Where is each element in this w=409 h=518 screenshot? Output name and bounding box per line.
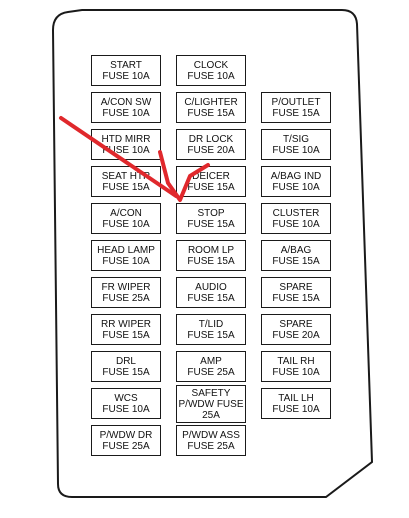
- fuse-pwdw-dr: P/WDW DR FUSE 25A: [91, 425, 161, 456]
- fuse-safety-pwdw: SAFETY P/WDW FUSE 25A: [176, 385, 246, 423]
- fuse-label: HEAD LAMP: [97, 244, 155, 256]
- fuse-label: TAIL LH: [278, 392, 314, 404]
- fuse-label: CLOCK: [193, 59, 229, 71]
- fuse-label-2: P/WDW FUSE: [178, 398, 244, 410]
- fuse-rating: FUSE 15A: [187, 107, 235, 119]
- fuse-rating: FUSE 10A: [187, 70, 235, 82]
- fuse-rating: FUSE 25A: [102, 292, 150, 304]
- fuse-label: P/WDW DR: [99, 429, 153, 441]
- fuse-deicer: DEICER FUSE 15A: [176, 166, 246, 197]
- fuse-rating: FUSE 15A: [187, 329, 235, 341]
- fuse-label: AUDIO: [195, 281, 227, 293]
- fuse-acon: A/CON FUSE 10A: [91, 203, 161, 234]
- fuse-wcs: WCS FUSE 10A: [91, 388, 161, 419]
- fuse-rating: FUSE 10A: [102, 255, 150, 267]
- fuse-cluster: CLUSTER FUSE 10A: [261, 203, 331, 234]
- fuse-clock: CLOCK FUSE 10A: [176, 55, 246, 86]
- fuse-rating: FUSE 10A: [272, 144, 320, 156]
- fuse-label: A/CON SW: [100, 96, 152, 108]
- fuse-label: A/BAG IND: [270, 170, 322, 182]
- fuse-rating: FUSE 15A: [187, 218, 235, 230]
- fuse-label: A/BAG: [280, 244, 312, 256]
- fuse-seat-htr: SEAT HTR FUSE 15A: [91, 166, 161, 197]
- fuse-label: RR WIPER: [101, 318, 151, 330]
- fuse-stop: STOP FUSE 15A: [176, 203, 246, 234]
- fuse-rating: FUSE 15A: [187, 181, 235, 193]
- fuse-label: P/OUTLET: [271, 96, 321, 108]
- fuse-rating: FUSE 15A: [187, 292, 235, 304]
- fuse-t-sig: T/SIG FUSE 10A: [261, 129, 331, 160]
- fuse-rating: FUSE 25A: [102, 440, 150, 452]
- fuse-label: AMP: [200, 355, 222, 367]
- fuse-label: P/WDW ASS: [182, 429, 240, 441]
- fuse-label: TAIL RH: [277, 355, 315, 367]
- fuse-acon-sw: A/CON SW FUSE 10A: [91, 92, 161, 123]
- fuse-rating: FUSE 10A: [272, 403, 320, 415]
- fuse-spare-2: SPARE FUSE 20A: [261, 314, 331, 345]
- fuse-label: CLUSTER: [272, 207, 320, 219]
- fuse-rating: FUSE 15A: [272, 255, 320, 267]
- fuse-start: START FUSE 10A: [91, 55, 161, 86]
- fuse-rating: FUSE 20A: [187, 144, 235, 156]
- fuse-rating: FUSE 10A: [102, 403, 150, 415]
- fuse-rating: FUSE 10A: [102, 218, 150, 230]
- fuse-label: SPARE: [279, 281, 313, 293]
- fuse-label: SEAT HTR: [101, 170, 151, 182]
- fuse-rating: 25A: [202, 409, 220, 421]
- fuse-rating: FUSE 15A: [187, 255, 235, 267]
- fuse-label: SPARE: [279, 318, 313, 330]
- fuse-amp: AMP FUSE 25A: [176, 351, 246, 382]
- fuse-label: WCS: [114, 392, 138, 404]
- fuse-rating: FUSE 25A: [187, 366, 235, 378]
- fuse-abag-ind: A/BAG IND FUSE 10A: [261, 166, 331, 197]
- fuse-rating: FUSE 10A: [272, 181, 320, 193]
- fuse-label: START: [110, 59, 142, 71]
- fuse-rating: FUSE 10A: [272, 366, 320, 378]
- fuse-rating: FUSE 10A: [102, 107, 150, 119]
- fuse-room-lp: ROOM LP FUSE 15A: [176, 240, 246, 271]
- fuse-tail-lh: TAIL LH FUSE 10A: [261, 388, 331, 419]
- fuse-label: DR LOCK: [188, 133, 234, 145]
- fuse-label: T/LID: [198, 318, 224, 330]
- fuse-p-outlet: P/OUTLET FUSE 15A: [261, 92, 331, 123]
- fuse-label: HTD MIRR: [101, 133, 151, 145]
- fuse-rating: FUSE 15A: [102, 181, 150, 193]
- fuse-label: T/SIG: [282, 133, 310, 145]
- fuse-drl: DRL FUSE 15A: [91, 351, 161, 382]
- fuse-dr-lock: DR LOCK FUSE 20A: [176, 129, 246, 160]
- fuse-label: STOP: [197, 207, 225, 219]
- fuse-audio: AUDIO FUSE 15A: [176, 277, 246, 308]
- fuse-label: A/CON: [110, 207, 142, 219]
- fuse-rating: FUSE 10A: [102, 70, 150, 82]
- fuse-spare-1: SPARE FUSE 15A: [261, 277, 331, 308]
- fuse-label: DRL: [115, 355, 136, 367]
- fuse-htd-mirr: HTD MIRR FUSE 10A: [91, 129, 161, 160]
- fuse-t-lid: T/LID FUSE 15A: [176, 314, 246, 345]
- fuse-c-lighter: C/LIGHTER FUSE 15A: [176, 92, 246, 123]
- fuse-rating: FUSE 10A: [272, 218, 320, 230]
- fuse-rating: FUSE 15A: [272, 292, 320, 304]
- fuse-tail-rh: TAIL RH FUSE 10A: [261, 351, 331, 382]
- fuse-rating: FUSE 20A: [272, 329, 320, 341]
- fuse-rating: FUSE 15A: [272, 107, 320, 119]
- fuse-label: SAFETY: [191, 387, 231, 399]
- fuse-label: ROOM LP: [187, 244, 235, 256]
- fuse-label: FR WIPER: [101, 281, 151, 293]
- fuse-rr-wiper: RR WIPER FUSE 15A: [91, 314, 161, 345]
- fuse-label: DEICER: [192, 170, 230, 182]
- fuse-rating: FUSE 15A: [102, 329, 150, 341]
- fuse-label: C/LIGHTER: [184, 96, 238, 108]
- fuse-head-lamp: HEAD LAMP FUSE 10A: [91, 240, 161, 271]
- fuse-abag: A/BAG FUSE 15A: [261, 240, 331, 271]
- fuse-fr-wiper: FR WIPER FUSE 25A: [91, 277, 161, 308]
- fuse-rating: FUSE 15A: [102, 366, 150, 378]
- fuse-rating: FUSE 25A: [187, 440, 235, 452]
- fuse-rating: FUSE 10A: [102, 144, 150, 156]
- fuse-pwdw-ass: P/WDW ASS FUSE 25A: [176, 425, 246, 456]
- panel-border: [51, 9, 374, 498]
